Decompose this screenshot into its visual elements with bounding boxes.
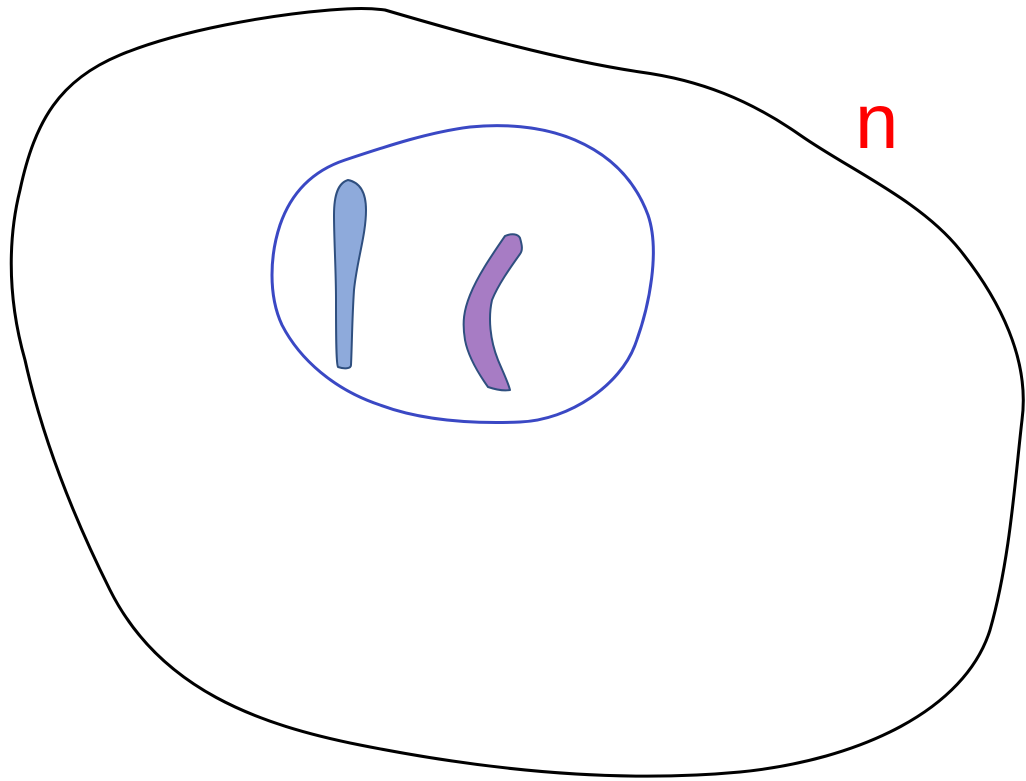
chromosome-2 <box>464 234 522 390</box>
chromosome-1 <box>334 180 366 368</box>
ploidy-label: n <box>855 77 898 165</box>
nuclear-envelope <box>272 126 653 423</box>
